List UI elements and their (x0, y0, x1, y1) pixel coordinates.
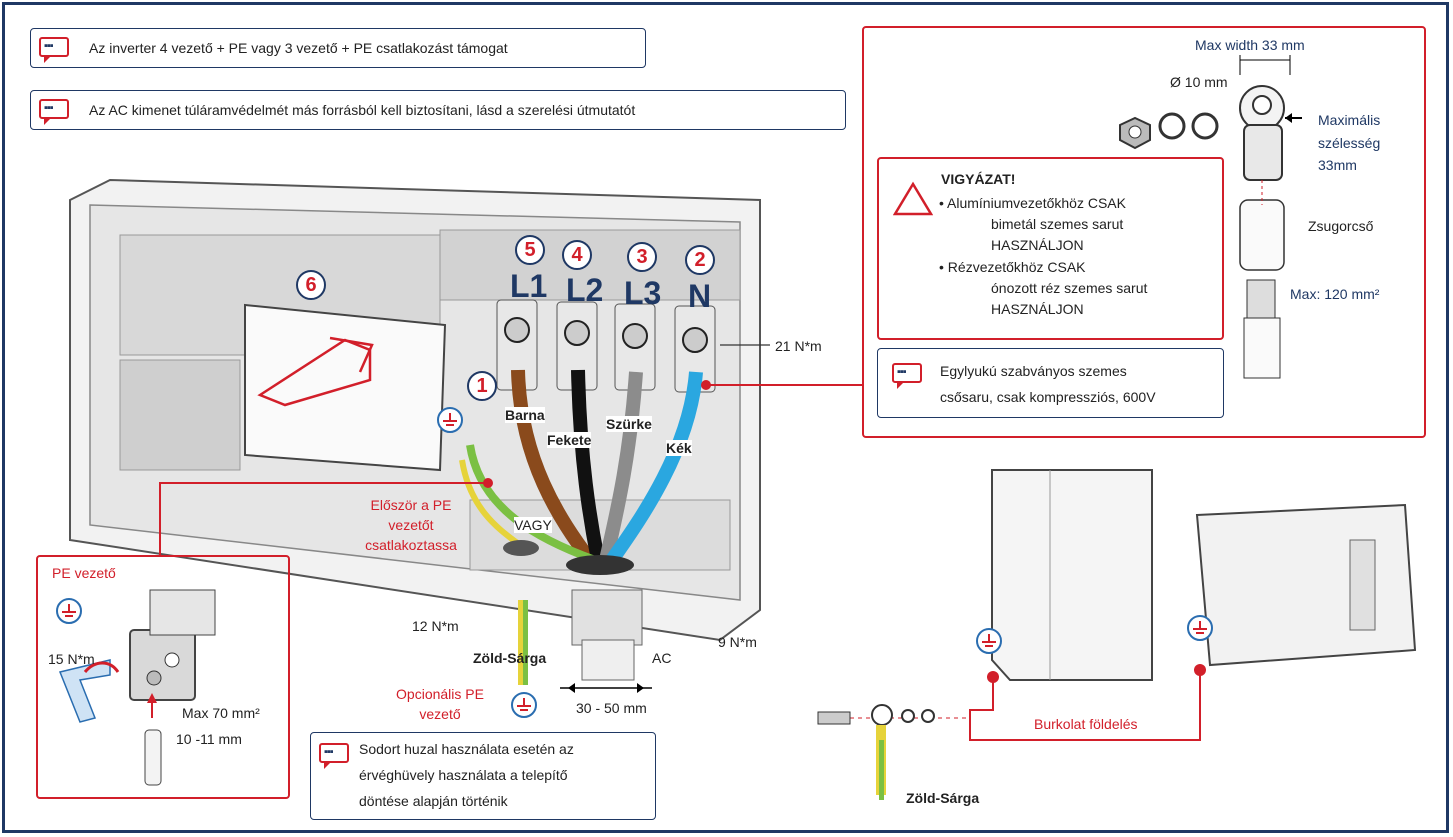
warning-triangle-icon (893, 181, 933, 216)
speech-bubble-icon (892, 362, 922, 389)
label-N: N (688, 278, 712, 314)
callout-lines (159, 344, 862, 555)
overcurrent-note-text: Az AC kimenet túláramvédelmét más forrás… (89, 102, 636, 118)
terminal-number-3: 3 (627, 242, 657, 272)
stranded-note-line: döntése alapján történik (359, 793, 508, 809)
terminal-number-2: 2 (685, 245, 715, 275)
terminal-torque-label: 21 N*m (775, 338, 822, 354)
pe-first-label-1: Először a PE (370, 497, 452, 513)
wire-black-label: Fekete (547, 432, 592, 448)
optional-pe-label-1: Opcionális PE (396, 686, 484, 702)
optional-pe-label-2: vezető (419, 706, 461, 722)
caution-line: • Alumíniumvezetőkhöz CSAK (939, 195, 1126, 211)
strip-length-label: 10 -11 mm (176, 731, 242, 747)
overcurrent-note: Az AC kimenet túláramvédelmét más forrás… (30, 90, 846, 130)
pe-first-label-2: vezetőt (388, 517, 434, 533)
enclosure-green-yellow-label: Zöld-Sárga (906, 790, 980, 806)
cover-number-6: 6 (296, 270, 326, 300)
ac-gland-torque-label: 9 N*m (718, 634, 757, 650)
label-L3: L3 (624, 275, 662, 311)
label-L2: L2 (566, 272, 604, 308)
label-L1: L1 (510, 268, 548, 304)
cables (459, 369, 703, 575)
green-yellow-label: Zöld-Sárga (473, 650, 547, 666)
wire-grey-label: Szürke (606, 416, 652, 432)
wire-blue-label: Kék (666, 440, 692, 456)
support-note: Az inverter 4 vezető + PE vagy 3 vezető … (30, 28, 646, 68)
caution-title: VIGYÁZAT! (941, 171, 1016, 187)
ac-label: AC (652, 650, 672, 666)
pe-panel-title: PE vezető (52, 565, 116, 581)
max-width-hu-label-3: 33mm (1318, 157, 1357, 173)
speech-bubble-icon (39, 98, 69, 125)
ground-symbols (56, 407, 1213, 718)
or-label: VAGY (514, 517, 552, 533)
terminal-number-4: 4 (562, 240, 592, 270)
caution-line: HASZNÁLJON (991, 301, 1084, 317)
pe-max-cross-section-label: Max 70 mm² (182, 705, 260, 721)
terminal-number-5: 5 (515, 235, 545, 265)
enclosure-ground-label: Burkolat földelés (1034, 716, 1138, 732)
lug-type-note-line: csősaru, csak kompressziós, 600V (940, 389, 1156, 405)
max-cross-section-label: Max: 120 mm² (1290, 286, 1380, 302)
pe-torque-label: 15 N*m (48, 651, 95, 667)
pe-conductor-panel: PE vezető 15 N*m Max 70 mm² 10 -11 mm (36, 555, 290, 799)
caution-line: ónozott réz szemes sarut (991, 280, 1148, 296)
cover-plate (244, 303, 447, 472)
speech-bubble-icon (319, 742, 349, 769)
caution-line: • Rézvezetőkhöz CSAK (939, 259, 1086, 275)
pe-gland-torque-label: 12 N*m (412, 618, 459, 634)
speech-bubble-icon (39, 36, 69, 63)
max-width-en-label: Max width 33 mm (1195, 37, 1305, 53)
caution-line: bimetál szemes sarut (991, 216, 1124, 232)
max-width-hu-label-2: szélesség (1318, 135, 1381, 151)
diameter-range-label: 30 - 50 mm (576, 700, 647, 716)
ring-lug-drawing (1119, 55, 1302, 379)
shrink-tube-label: Zsugorcső (1308, 218, 1374, 234)
lug-type-note: Egylyukú szabványos szemes csősaru, csak… (877, 348, 1224, 418)
ac-gland (518, 589, 652, 693)
max-width-hu-label-1: Maximális (1318, 112, 1381, 128)
stranded-wire-note: Sodort huzal használata esetén az érvégh… (310, 732, 656, 820)
caution-box: VIGYÁZAT! • Alumíniumvezetőkhöz CSAK bim… (877, 157, 1224, 340)
lug-type-note-line: Egylyukú szabványos szemes (940, 363, 1127, 379)
support-note-text: Az inverter 4 vezető + PE vagy 3 vezető … (89, 40, 508, 56)
enclosure-units (817, 469, 1417, 800)
stranded-note-line: érvéghüvely használata a telepítő (359, 767, 568, 783)
pe-first-label-3: csatlakoztassa (365, 537, 457, 553)
pe-terminal-drawing (58, 589, 216, 786)
pe-number-1: 1 (467, 371, 497, 401)
hole-diameter-label: Ø 10 mm (1170, 74, 1228, 90)
terminal-bars (496, 299, 716, 393)
caution-line: HASZNÁLJON (991, 237, 1084, 253)
stranded-note-line: Sodort huzal használata esetén az (359, 741, 574, 757)
wire-brown-label: Barna (505, 407, 545, 423)
